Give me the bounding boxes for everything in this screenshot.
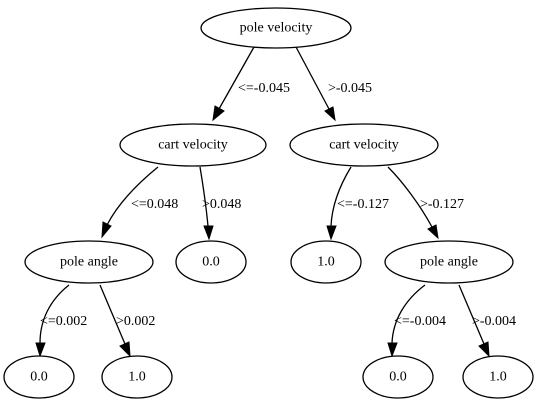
node-label-leaf-one-bottom-2: 1.0	[128, 370, 146, 385]
node-pole-angle-right: pole angle	[384, 240, 514, 284]
node-leaf-one-bottom-4: 1.0	[462, 355, 534, 399]
node-label-leaf-zero-mid-left: 0.0	[202, 255, 220, 270]
node-label-cart-velocity-right: cart velocity	[329, 138, 399, 153]
node-pole-angle-left: pole angle	[24, 240, 154, 284]
edge-label-cart-left-zero: >0.048	[202, 197, 241, 212]
node-cart-velocity-left: cart velocity	[119, 123, 267, 167]
node-label-root: pole velocity	[240, 21, 313, 36]
node-label-pole-angle-right: pole angle	[420, 255, 478, 270]
edge-pole-angle-right-to-one: >-0.004	[458, 284, 516, 358]
node-label-cart-velocity-left: cart velocity	[158, 138, 228, 153]
node-label-leaf-one-bottom-4: 1.0	[489, 370, 507, 385]
node-leaf-zero-bottom-1: 0.0	[3, 355, 75, 399]
node-root-pole-velocity: pole velocity	[200, 7, 352, 49]
edge-label-pole-angle-right-one: >-0.004	[472, 314, 516, 329]
node-cart-velocity-right: cart velocity	[289, 123, 439, 167]
node-leaf-zero-mid-left: 0.0	[175, 240, 247, 284]
edge-label-pole-angle-left-zero: <=0.002	[40, 314, 87, 329]
edge-pole-angle-left-to-zero: <=0.002	[35, 284, 87, 358]
node-leaf-one-bottom-2: 1.0	[101, 355, 173, 399]
edge-label-cart-right-pole-angle: >-0.127	[420, 197, 464, 212]
edge-label-root-right: >-0.045	[328, 81, 372, 96]
node-label-leaf-one-mid-right: 1.0	[317, 255, 335, 270]
edge-pole-angle-left-to-one: >0.002	[99, 284, 155, 358]
edge-cart-left-to-pole-angle: <=0.048	[101, 166, 178, 239]
edge-root-to-left: <=-0.045	[212, 46, 290, 122]
edge-root-to-right: >-0.045	[295, 46, 372, 122]
edge-label-pole-angle-left-one: >0.002	[116, 314, 155, 329]
edge-cart-right-to-one: <=-0.127	[326, 166, 389, 241]
edge-label-pole-angle-right-zero: <=-0.004	[394, 314, 446, 329]
node-label-leaf-zero-bottom-1: 0.0	[30, 370, 48, 385]
edge-label-root-left: <=-0.045	[238, 81, 290, 96]
node-leaf-zero-bottom-3: 0.0	[362, 355, 434, 399]
edge-label-cart-right-one: <=-0.127	[337, 197, 389, 212]
node-label-pole-angle-left: pole angle	[60, 255, 118, 270]
node-leaf-one-mid-right: 1.0	[290, 240, 362, 284]
node-label-leaf-zero-bottom-3: 0.0	[389, 370, 407, 385]
edge-cart-left-to-zero: >0.048	[199, 166, 241, 241]
edge-cart-right-to-pole-angle: >-0.127	[387, 166, 464, 240]
edge-label-cart-left-pole-angle: <=0.048	[131, 197, 178, 212]
edge-pole-angle-right-to-zero: <=-0.004	[387, 284, 446, 358]
